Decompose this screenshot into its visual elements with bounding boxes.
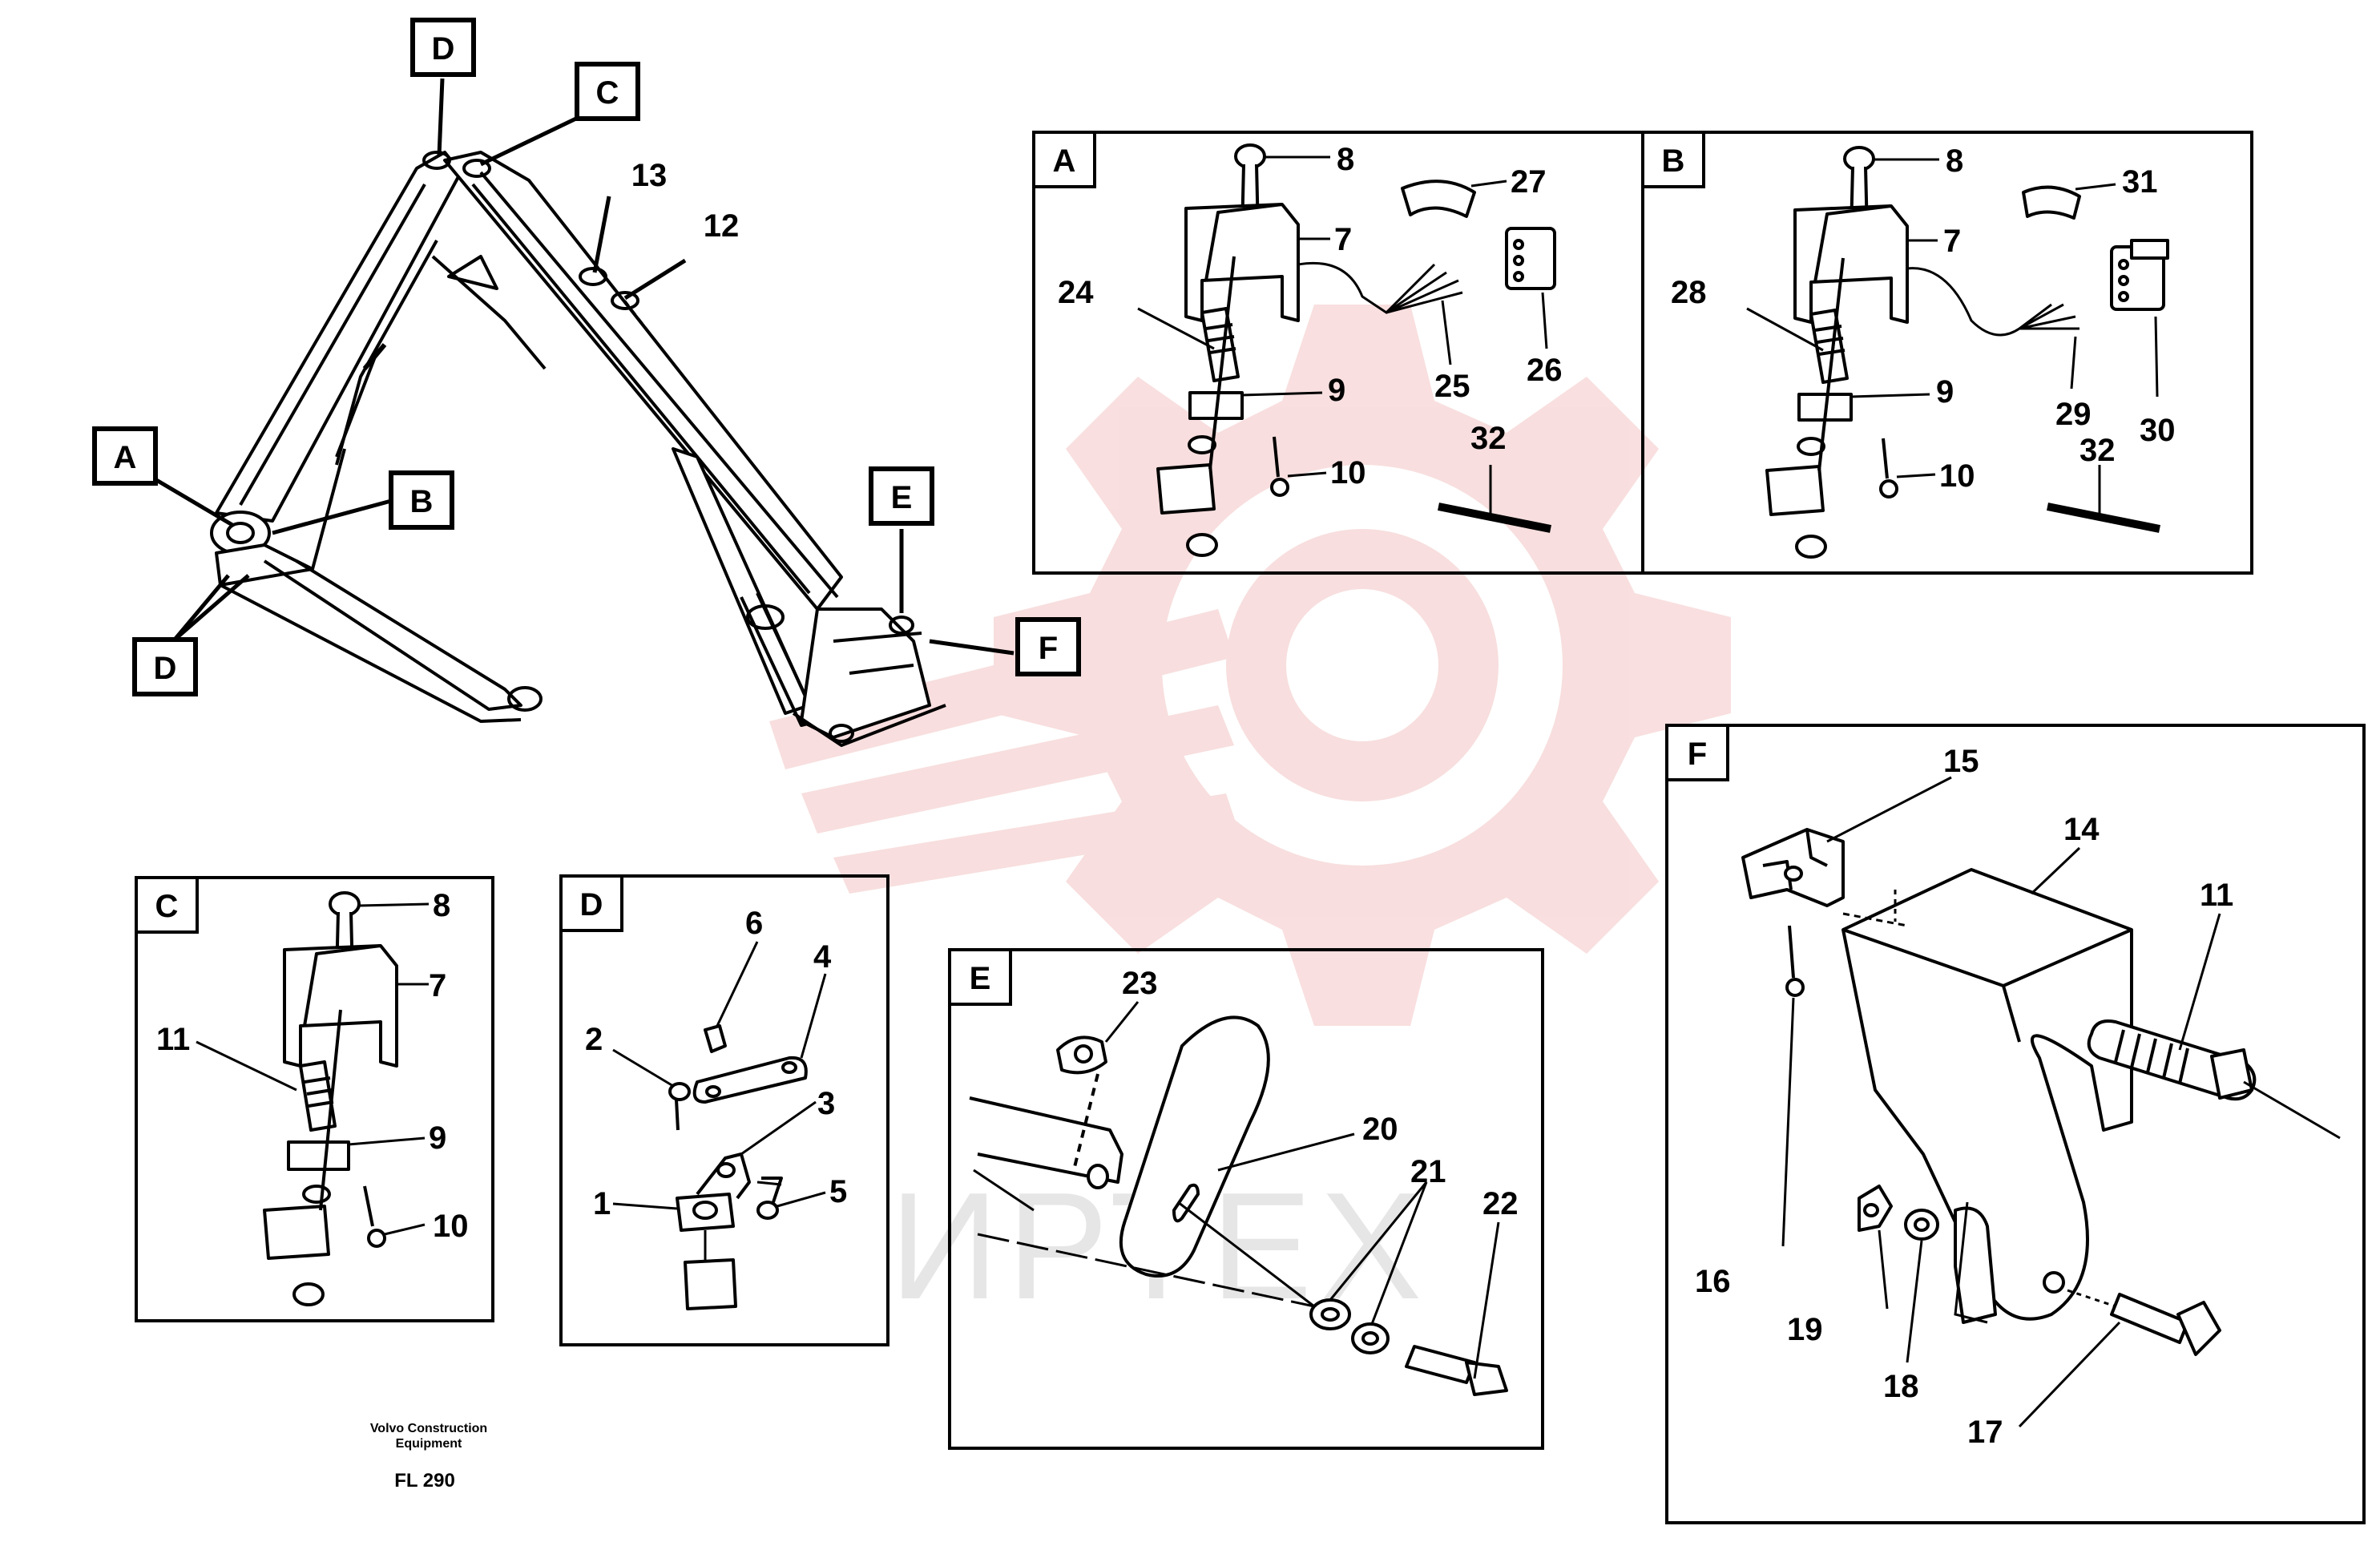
panel-e-callout-22: 22 [1482,1186,1519,1221]
panel-a-callout-7: 7 [1334,222,1352,257]
tag-box-a [92,426,158,486]
panel-a-callout-25: 25 [1434,369,1470,404]
panel-a-tag: A [1053,143,1076,179]
panel-a-callout-9: 9 [1328,373,1345,408]
panel-b-callout-8: 8 [1946,143,1963,179]
detail-panel-a: A [1032,131,1644,575]
panel-b-callout-32: 32 [2079,433,2116,468]
boom-overview [210,151,946,747]
panel-b-callout-31: 31 [2122,164,2158,200]
tag-box-d-top [410,18,476,77]
panel-a-callout-24: 24 [1058,275,1094,310]
panel-b-tag: B [1662,143,1685,179]
tag-box-f [1015,617,1081,676]
panel-d-tag: D [580,887,603,922]
panel-b-callout-28: 28 [1671,275,1707,310]
panel-f-callout-18: 18 [1883,1369,1919,1404]
panel-f-callout-19: 19 [1787,1312,1823,1347]
panel-b-callout-7: 7 [1943,224,1961,259]
tag-box-d-bottom [132,637,198,696]
panel-c-callout-11: 11 [156,1022,190,1057]
panel-d-callout-5: 5 [829,1174,847,1209]
panel-a-callout-27: 27 [1511,164,1547,200]
panel-a-callout-26: 26 [1527,353,1563,388]
overview-tags: D C A B D E F [92,18,1081,696]
panel-a-callout-8: 8 [1337,142,1354,177]
tag-c: C [596,75,619,111]
panel-a-callout-32: 32 [1470,421,1507,456]
detail-panel-e: E 23 20 21 22 [948,948,1544,1450]
tag-box-b [389,470,454,530]
panel-f-tag: F [1688,737,1707,772]
panel-d-callout-1: 1 [593,1186,611,1221]
footer-brand-line1: Volvo Construction [370,1422,487,1435]
panel-c-callout-9: 9 [429,1120,446,1156]
panel-c-callout-10: 10 [433,1209,469,1244]
overview-leaders [143,78,1015,656]
tag-e: E [891,480,913,515]
panel-e-callout-21: 21 [1410,1154,1446,1189]
panel-c-callout-7: 7 [429,968,446,1003]
detail-panel-b: B [1641,131,2253,575]
footer-brand-line2: Equipment [396,1437,462,1451]
panel-a-callout-10: 10 [1330,455,1366,490]
tag-b: B [410,484,434,519]
panel-d-callout-2: 2 [585,1022,603,1057]
panel-d-callout-6: 6 [745,906,763,941]
panel-f-callout-16: 16 [1695,1264,1731,1299]
panel-f-callout-15: 15 [1943,744,1979,779]
panel-c-tag: C [155,889,179,924]
tag-a: A [114,440,137,475]
panel-e-callout-23: 23 [1122,966,1158,1001]
panel-f-callout-14: 14 [2063,812,2100,847]
callout-13: 13 [631,158,668,193]
panel-b-callout-29: 29 [2055,397,2092,432]
panel-e-tag: E [970,961,991,996]
panel-e-callout-20: 20 [1362,1112,1398,1147]
detail-panel-c: C 8 7 11 9 10 [135,876,494,1322]
panel-d-callout-3: 3 [817,1086,835,1121]
detail-panel-d: D 6 4 2 3 1 [559,874,889,1346]
panel-d-callout-4: 4 [813,939,832,975]
tag-box-c [575,62,640,121]
panel-b-callout-10: 10 [1939,458,1975,494]
tag-box-e [869,466,934,526]
tag-d-top: D [432,31,455,67]
panel-b-callout-30: 30 [2140,413,2176,448]
footer-figure-code: FL 290 [394,1470,455,1492]
detail-panel-f: F [1665,724,2366,1524]
panel-f-callout-11: 11 [2200,878,2233,913]
callout-12: 12 [704,208,740,244]
panel-b-callout-9: 9 [1936,374,1954,410]
panel-c-callout-8: 8 [433,888,450,923]
panel-f-callout-17: 17 [1967,1415,2003,1450]
tag-f: F [1039,631,1058,666]
tag-d-bottom: D [154,651,177,686]
